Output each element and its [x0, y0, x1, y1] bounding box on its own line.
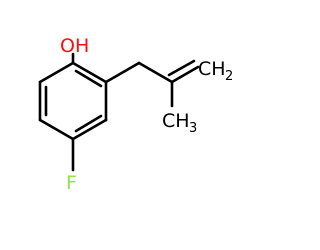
bond-c2-ch2	[104, 61, 141, 84]
methylene-label: CH	[198, 58, 226, 80]
bond-c-ch2-double-b	[167, 59, 196, 77]
molecule-diagram: OH F CH 2 CH 3	[38, 35, 233, 194]
bond-c-ch2-double-a	[170, 65, 200, 84]
methyl-subscript: 3	[189, 121, 197, 136]
methylene-subscript: 2	[225, 69, 233, 84]
bond-c3-c4-inner	[74, 114, 103, 133]
bond-ch2-c	[137, 61, 174, 84]
fluorine-label: F	[66, 172, 77, 194]
bond-c4-c5	[38, 118, 75, 141]
bond-c3-c4	[71, 118, 108, 141]
bonds	[38, 52, 200, 172]
bond-c1-c2	[71, 61, 108, 84]
bond-c6-c1	[38, 61, 75, 84]
bond-c1-c2-inner	[74, 69, 103, 88]
hydroxyl-label: OH	[60, 35, 89, 57]
methyl-label: CH	[162, 110, 190, 132]
structure-canvas: OH F CH 2 CH 3	[38, 35, 234, 194]
